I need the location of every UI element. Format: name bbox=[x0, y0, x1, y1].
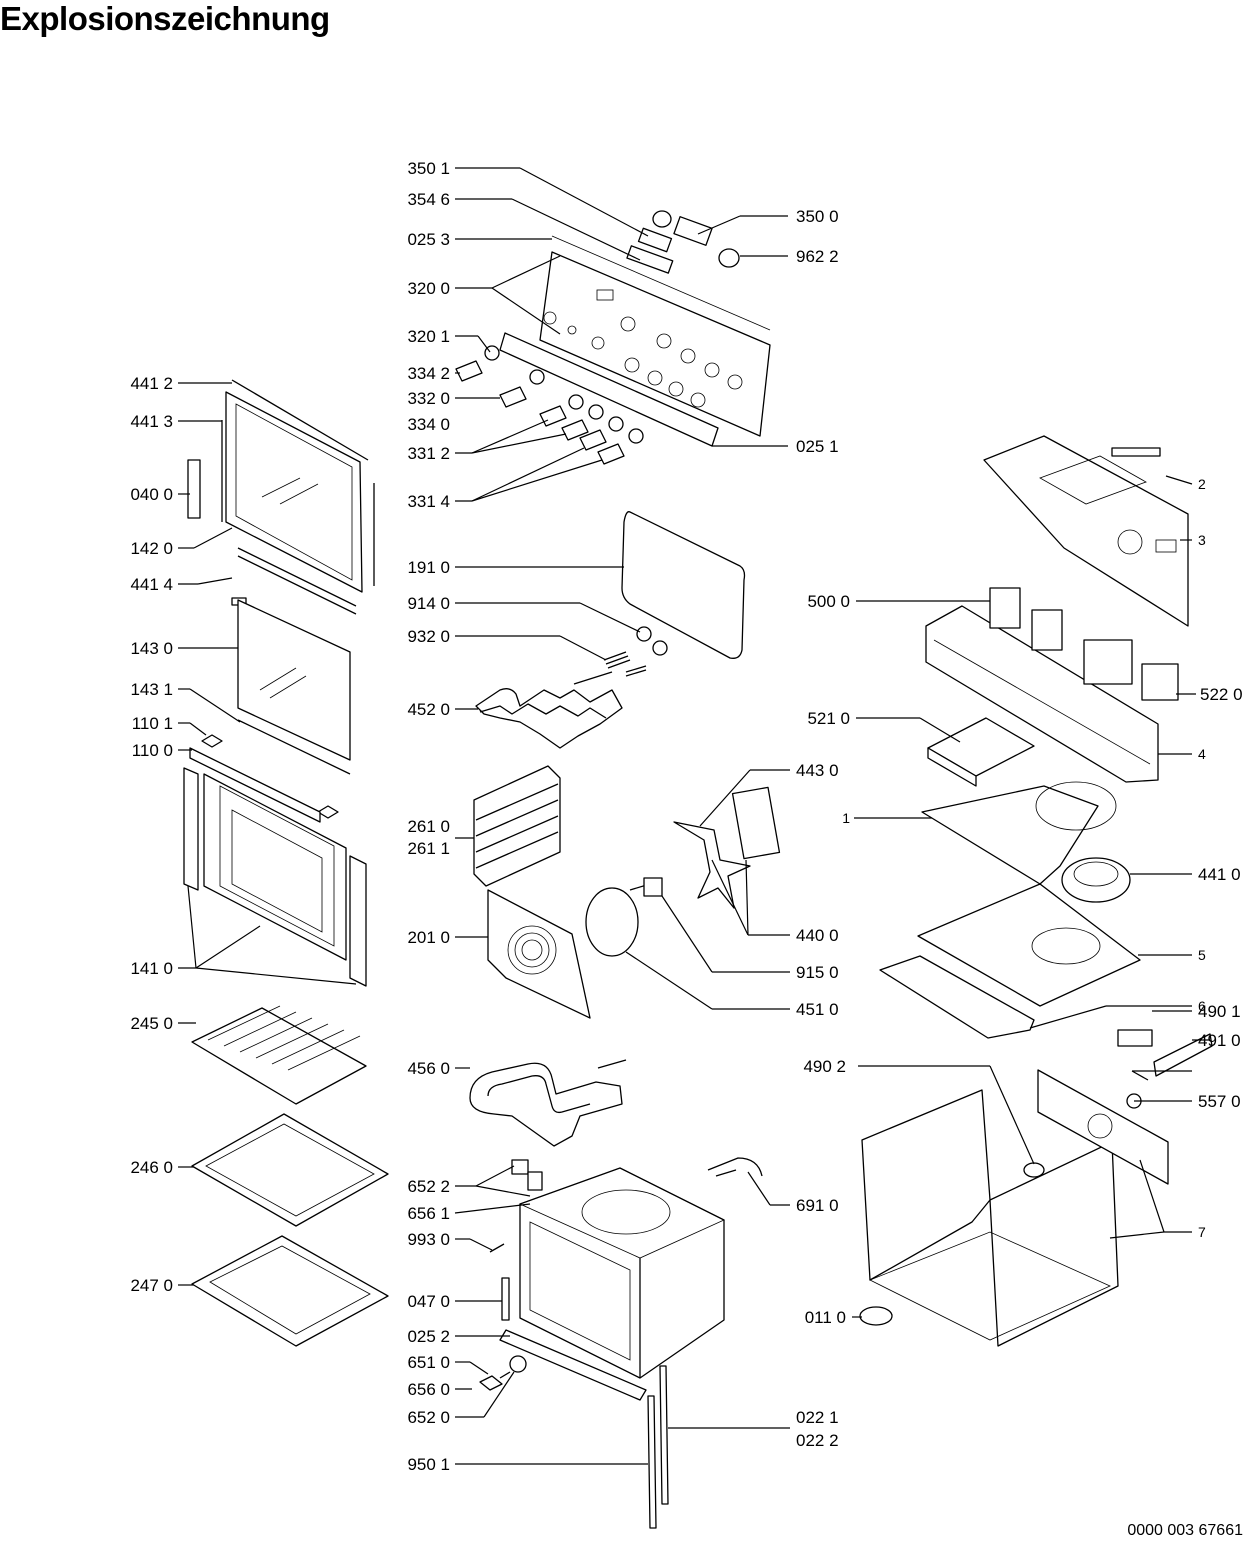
part-label: 500 0 bbox=[807, 592, 850, 611]
part-label: 110 0 bbox=[132, 741, 173, 760]
part-labels: 350 1 354 6 025 3 320 0 320 1 334 2 332 … bbox=[130, 159, 1242, 1474]
cooling-plates-drawing bbox=[879, 781, 1141, 1039]
leader-lines bbox=[178, 167, 1210, 1465]
part-label: 691 0 bbox=[796, 1196, 839, 1215]
part-label: 3 bbox=[1198, 532, 1206, 548]
part-label: 040 0 bbox=[130, 485, 173, 504]
cavity-fittings-drawing bbox=[479, 1157, 763, 1391]
part-label: 914 0 bbox=[407, 594, 450, 613]
electronics-drawing bbox=[925, 587, 1179, 787]
ring-element-drawing bbox=[585, 883, 651, 957]
part-label: 652 2 bbox=[407, 1177, 450, 1196]
part-label: 110 1 bbox=[132, 714, 173, 733]
rear-panel-drawing bbox=[487, 889, 591, 1019]
part-label: 962 2 bbox=[796, 247, 839, 266]
part-label: 6 bbox=[1198, 998, 1206, 1014]
part-label: 011 0 bbox=[805, 1308, 846, 1327]
part-label: 522 0 bbox=[1200, 685, 1243, 704]
part-label: 456 0 bbox=[407, 1059, 450, 1078]
part-label: 1 bbox=[842, 810, 850, 826]
part-label: 7 bbox=[1198, 1224, 1206, 1240]
trays-drawing bbox=[191, 1005, 389, 1347]
part-label: 2 bbox=[1198, 476, 1206, 492]
part-label: 350 1 bbox=[407, 159, 450, 178]
part-label: 047 0 bbox=[407, 1292, 450, 1311]
part-label: 491 0 bbox=[1198, 1031, 1241, 1050]
part-label: 440 0 bbox=[796, 926, 839, 945]
part-label: 201 0 bbox=[407, 928, 450, 947]
part-label: 334 0 bbox=[407, 415, 450, 434]
part-label: 490 2 bbox=[803, 1057, 846, 1076]
side-rails-drawing bbox=[647, 1365, 669, 1529]
part-label: 441 0 bbox=[1198, 865, 1241, 884]
part-label: 443 0 bbox=[796, 761, 839, 780]
part-label: 025 1 bbox=[796, 437, 839, 456]
part-label: 915 0 bbox=[796, 963, 839, 982]
part-label: 245 0 bbox=[130, 1014, 173, 1033]
part-label: 143 0 bbox=[130, 639, 173, 658]
part-label: 191 0 bbox=[407, 558, 450, 577]
oven-cavity-drawing bbox=[499, 1167, 725, 1401]
part-label: 022 1 bbox=[796, 1408, 839, 1427]
part-label: 261 1 bbox=[407, 839, 450, 858]
lamp-drawing bbox=[603, 626, 668, 677]
part-label: 331 4 bbox=[407, 492, 450, 511]
housing-drawing bbox=[859, 1029, 1213, 1347]
door-frame-drawing bbox=[187, 379, 375, 823]
part-label: 261 0 bbox=[407, 817, 450, 836]
shelf-support-drawing bbox=[473, 765, 561, 887]
grill-element-drawing bbox=[475, 671, 623, 749]
part-label: 451 0 bbox=[796, 1000, 839, 1019]
part-label: 320 1 bbox=[407, 327, 450, 346]
part-label: 350 0 bbox=[796, 207, 839, 226]
part-label: 651 0 bbox=[407, 1353, 450, 1372]
part-label: 143 1 bbox=[130, 680, 173, 699]
part-label: 521 0 bbox=[807, 709, 850, 728]
part-label: 022 2 bbox=[796, 1431, 839, 1450]
part-label: 652 0 bbox=[407, 1408, 450, 1427]
part-label: 320 0 bbox=[407, 279, 450, 298]
outer-door-drawing bbox=[183, 767, 367, 987]
door-gasket-drawing bbox=[621, 511, 746, 659]
broil-element-drawing bbox=[469, 1059, 627, 1147]
part-label: 246 0 bbox=[130, 1158, 173, 1177]
part-label: 441 3 bbox=[130, 412, 173, 431]
part-label: 932 0 bbox=[407, 627, 450, 646]
part-label: 557 0 bbox=[1198, 1092, 1241, 1111]
part-label: 334 2 bbox=[407, 364, 450, 383]
part-label: 025 2 bbox=[407, 1327, 450, 1346]
part-label: 141 0 bbox=[130, 959, 173, 978]
part-label: 441 2 bbox=[130, 374, 173, 393]
part-label: 331 2 bbox=[407, 444, 450, 463]
part-label: 5 bbox=[1198, 947, 1206, 963]
part-label: 656 1 bbox=[407, 1204, 450, 1223]
part-label: 332 0 bbox=[407, 389, 450, 408]
part-label: 490 1 bbox=[1198, 1002, 1241, 1021]
part-label: 452 0 bbox=[407, 700, 450, 719]
part-label: 4 bbox=[1198, 746, 1206, 762]
part-label: 025 3 bbox=[407, 230, 450, 249]
part-label: 656 0 bbox=[407, 1380, 450, 1399]
control-module-drawing bbox=[499, 210, 771, 447]
part-label: 247 0 bbox=[130, 1276, 173, 1295]
part-label: 441 4 bbox=[130, 575, 173, 594]
fan-motor-drawing bbox=[643, 786, 781, 909]
part-label: 142 0 bbox=[130, 539, 173, 558]
part-label: 950 1 bbox=[407, 1455, 450, 1474]
page-title: Explosionszeichnung bbox=[0, 0, 330, 37]
document-number: 0000 003 67661 bbox=[1127, 1522, 1243, 1539]
top-cover-drawing bbox=[983, 435, 1189, 627]
part-label: 993 0 bbox=[407, 1230, 450, 1249]
part-label: 354 6 bbox=[407, 190, 450, 209]
